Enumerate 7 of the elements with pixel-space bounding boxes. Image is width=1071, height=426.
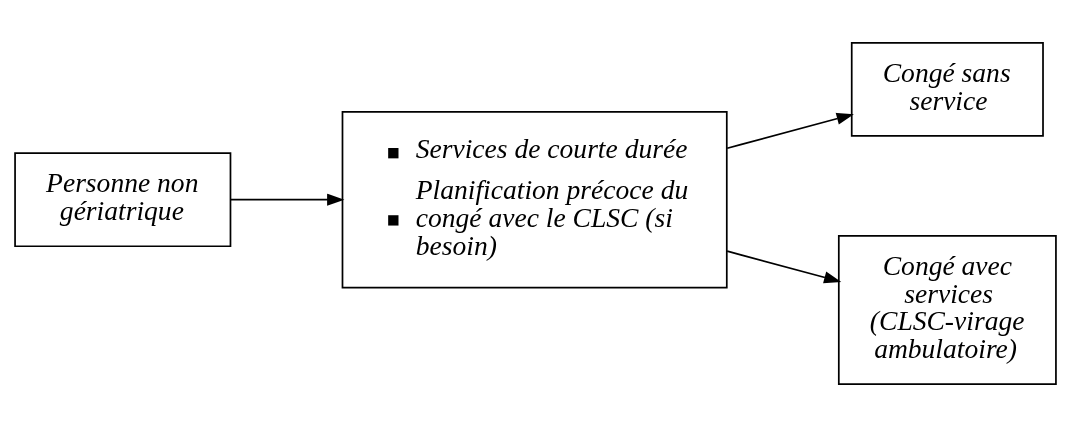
arrow bbox=[229, 193, 345, 206]
node-box: Congé sans service bbox=[850, 41, 1044, 137]
node-box: Congé avec services (CLSC-virage ambulatoire) bbox=[837, 234, 1057, 385]
node-box: Services de courte durée Planification précoce du congé avec le CLSC (si besoin) bbox=[341, 110, 728, 288]
node-box: Personne non gériatrique bbox=[14, 151, 232, 247]
arrow bbox=[726, 249, 842, 283]
arrow bbox=[726, 112, 854, 149]
